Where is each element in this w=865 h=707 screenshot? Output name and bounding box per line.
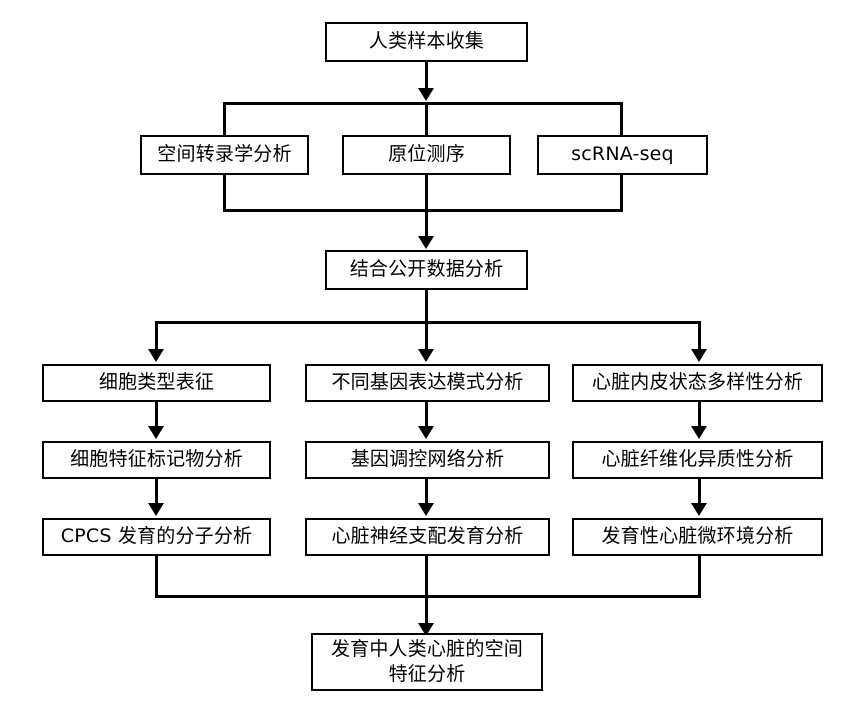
connector-integration-down [425,290,428,322]
node-cpcs-molecular-analysis[interactable]: CPCS 发育的分子分析 [42,518,271,556]
node-scrna-seq[interactable]: scRNA-seq [537,135,708,175]
connector-col2-to-merge [425,556,428,598]
node-cell-marker-analysis[interactable]: 细胞特征标记物分析 [42,441,271,479]
connector-col3-drop [698,321,701,352]
merge-bar-methods [223,209,623,212]
node-cell-type-characterization[interactable]: 细胞类型表征 [42,364,271,402]
node-public-data-integration[interactable]: 结合公开数据分析 [325,250,528,290]
arrowhead-col3-r2-r3 [691,503,707,516]
split-bar-columns [155,321,701,324]
connector-method1-down [223,175,226,210]
arrowhead-col3-r1-r2 [691,426,707,439]
node-cardiac-fibrosis-heterogeneity-analysis[interactable]: 心脏纤维化异质性分析 [572,441,823,479]
node-label: 细胞特征标记物分析 [70,448,243,471]
connector-col1-to-merge [155,556,158,598]
arrowhead-root-to-methods [418,88,434,101]
node-in-situ-sequencing[interactable]: 原位测序 [342,135,511,175]
node-gene-expression-pattern-analysis[interactable]: 不同基因表达模式分析 [305,364,550,402]
node-label: 空间转录学分析 [157,143,292,166]
node-label-line-2: 特征分析 [388,663,466,685]
connector-col3-r2-r3 [698,479,701,504]
arrowhead-to-col3 [691,349,707,362]
arrowhead-methods-to-integration [418,236,434,249]
node-label: CPCS 发育的分子分析 [60,525,253,548]
node-label: 细胞类型表征 [98,371,215,394]
node-human-sample-collection[interactable]: 人类样本收集 [325,22,528,62]
node-label: 发育性心脏微环境分析 [601,525,794,548]
node-label: 结合公开数据分析 [349,258,504,281]
connector-method3-down [620,175,623,210]
node-label: 基因调控网络分析 [350,448,505,471]
connector-col3-r1-r2 [698,402,701,427]
connector-col1-r2-r3 [155,479,158,504]
node-label: 心脏神经支配发育分析 [331,525,524,548]
node-label: 原位测序 [388,143,465,166]
merge-bar-columns [155,595,701,598]
connector-methods-right-drop [620,102,623,135]
node-spatial-feature-analysis-result[interactable]: 发育中人类心脏的空间 特征分析 [311,633,543,691]
connector-col1-r1-r2 [155,402,158,427]
connector-merge-to-integration [425,209,428,237]
node-cardiac-innervation-development-analysis[interactable]: 心脏神经支配发育分析 [305,518,550,556]
connector-col2-r2-r3 [425,479,428,504]
node-label: scRNA-seq [571,143,674,166]
arrowhead-to-col2 [418,349,434,362]
connector-merge-to-result [425,595,428,624]
arrowhead-col1-r2-r3 [148,503,164,516]
connector-method2-down [425,175,428,210]
node-gene-regulatory-network-analysis[interactable]: 基因调控网络分析 [305,441,550,479]
node-endothelial-state-diversity-analysis[interactable]: 心脏内皮状态多样性分析 [572,364,823,402]
connector-methods-mid-drop [425,102,428,135]
node-label: 心脏内皮状态多样性分析 [591,371,804,394]
connector-col3-to-merge [698,556,701,598]
arrowhead-col2-r1-r2 [418,426,434,439]
node-label: 不同基因表达模式分析 [331,371,524,394]
connector-root-down [425,62,428,89]
connector-methods-left-drop [223,102,226,135]
split-bar-methods [223,102,623,105]
connector-col2-r1-r2 [425,402,428,427]
arrowhead-to-result [418,623,434,636]
node-label-line-1: 发育中人类心脏的空间 [330,638,523,661]
arrowhead-col2-r2-r3 [418,503,434,516]
connector-col1-drop [155,321,158,352]
node-label: 人类样本收集 [368,30,485,53]
node-label: 心脏纤维化异质性分析 [601,448,794,471]
node-developmental-cardiac-microenvironment-analysis[interactable]: 发育性心脏微环境分析 [572,518,823,556]
arrowhead-col1-r1-r2 [148,426,164,439]
node-spatial-transcriptomics[interactable]: 空间转录学分析 [140,135,309,175]
arrowhead-to-col1 [148,349,164,362]
connector-col2-drop [425,321,428,352]
